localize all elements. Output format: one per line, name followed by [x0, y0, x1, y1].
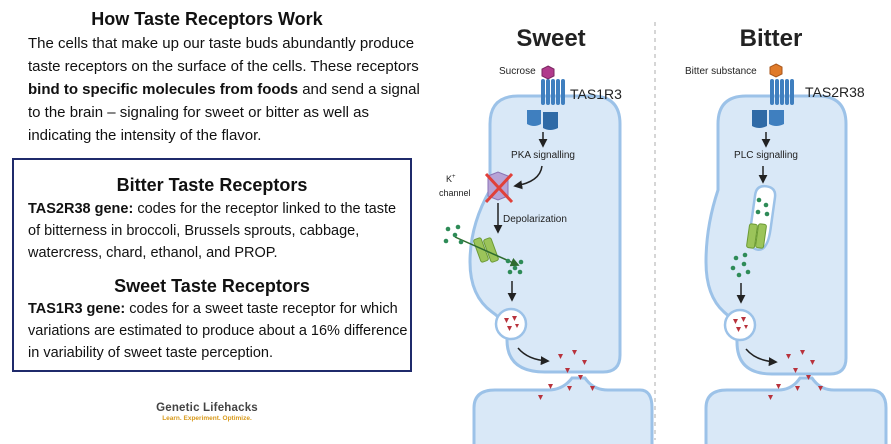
intro-paragraph: The cells that make up our taste buds ab…: [28, 32, 420, 147]
sweet-ions-inside: [505, 258, 524, 275]
sucrose-label: Sucrose: [499, 66, 536, 77]
plc-label: PLC signalling: [734, 150, 798, 161]
pka-label: PKA signalling: [511, 150, 575, 161]
bitter-substance-label: Bitter substance: [685, 66, 757, 77]
bitter-cell: [704, 94, 848, 376]
depolarization-label: Depolarization: [503, 214, 567, 225]
sweet-text: codes for a sweet taste receptor for whi…: [28, 301, 408, 361]
k-channel-icon: [484, 171, 514, 204]
bitter-description: TAS2R38 gene: codes for the receptor lin…: [28, 198, 408, 264]
page-title: How Taste Receptors Work: [91, 9, 323, 29]
intro-text-bold: bind to specific molecules from foods: [28, 81, 299, 98]
k-channel-label-line1: K+: [446, 174, 456, 184]
sweet-receptor-icon: [527, 79, 565, 130]
text-panel: How Taste Receptors Work The cells that …: [0, 0, 430, 444]
sweet-released-triangles: [538, 350, 595, 400]
logo-tagline: Learn. Experiment. Optimize.: [162, 415, 252, 422]
bitter-substance-icon: [769, 63, 783, 78]
bitter-heading: Bitter Taste Receptors: [116, 175, 308, 195]
sweet-vesicle: [494, 307, 528, 341]
sweet-cell: [468, 94, 622, 374]
sweet-nerve: [472, 376, 654, 444]
bitter-vesicle-triangles: [733, 317, 748, 332]
intro-text-end: and send a signal to the brain – signali…: [28, 81, 420, 144]
logo[interactable]: Genetic Lifehacks Learn. Experiment. Opt…: [152, 402, 262, 422]
bitter-ca-channel-icon: [746, 223, 767, 249]
sweet-ions-outside: [443, 224, 464, 245]
bitter-receptor-icon: [752, 79, 794, 128]
intro-text-start: The cells that make up our taste buds ab…: [28, 35, 419, 75]
sweet-gene-label: TAS1R3 gene:: [28, 301, 126, 317]
sweet-title: Sweet: [516, 25, 585, 52]
bitter-vesicle: [723, 308, 757, 342]
bitter-released-triangles: [768, 350, 823, 400]
bitter-text: codes for the receptor linked to the tas…: [28, 201, 397, 261]
sucrose-icon: [541, 65, 555, 80]
sweet-description: TAS1R3 gene: codes for a sweet taste rec…: [28, 298, 408, 364]
tas2r38-label: TAS2R38: [805, 84, 865, 100]
bitter-panel: Bitter Bitter substance TAS2R38 PLC sign…: [685, 25, 888, 444]
tas1r3-label: TAS1R3: [570, 86, 622, 102]
bitter-title: Bitter: [740, 25, 803, 52]
k-channel-label-line2: channel: [439, 188, 471, 198]
bitter-nerve: [704, 376, 888, 444]
bitter-gene-label: TAS2R38 gene:: [28, 201, 134, 217]
receptor-info-box: Bitter Taste Receptors TAS2R38 gene: cod…: [12, 158, 412, 372]
logo-name: Genetic Lifehacks: [156, 402, 258, 414]
bitter-ions-released: [730, 252, 751, 278]
sweet-vesicle-triangles: [504, 316, 519, 331]
sweet-panel: Sweet Sucrose TAS1R3 PKA signalling: [439, 25, 654, 444]
sweet-heading: Sweet Taste Receptors: [114, 276, 310, 296]
bitter-ions-stored: [755, 197, 770, 217]
